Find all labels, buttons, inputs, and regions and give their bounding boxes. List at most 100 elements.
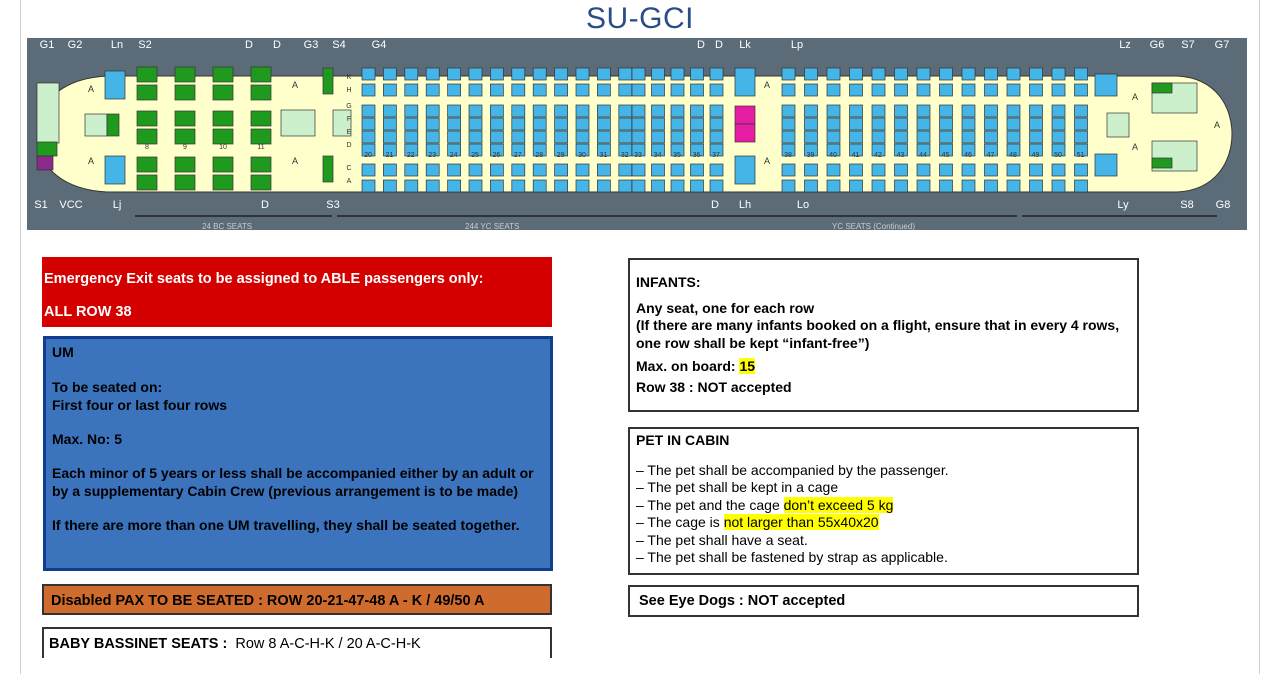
galley-g2 xyxy=(84,113,108,137)
business-seat xyxy=(212,110,234,127)
lav-ln xyxy=(104,70,126,100)
economy-seat xyxy=(468,67,483,81)
top-position-label: S4 xyxy=(332,39,345,51)
economy-seat xyxy=(404,143,419,157)
economy-seat xyxy=(554,117,568,131)
economy-seat xyxy=(690,83,704,97)
section-label-yc-cont: YC SEATS (Continued) xyxy=(832,222,915,230)
economy-seat xyxy=(804,179,818,193)
economy-row-number: 20 xyxy=(364,152,372,159)
economy-seat xyxy=(361,130,376,144)
economy-seat xyxy=(631,143,646,157)
infants-title: INFANTS: xyxy=(636,274,701,290)
economy-seat xyxy=(709,143,724,157)
exit-marker: A xyxy=(764,80,770,90)
economy-seat xyxy=(804,143,818,157)
economy-seat xyxy=(651,117,665,131)
galley-s3 xyxy=(322,155,334,183)
top-position-label: S2 xyxy=(138,39,151,51)
economy-seat xyxy=(597,163,611,177)
section-label-yc: 244 YC SEATS xyxy=(465,222,519,230)
pet-in-cabin-rules: PET IN CABIN – The pet shall be accompan… xyxy=(628,427,1139,575)
infants-max-value: 15 xyxy=(739,358,756,374)
economy-seat xyxy=(1029,163,1043,177)
economy-seat xyxy=(849,130,863,144)
economy-seat xyxy=(894,83,908,97)
top-position-label: G1 xyxy=(40,39,55,51)
seat-letter: E xyxy=(347,129,352,136)
pet-size-highlight: not larger than 55x40x20 xyxy=(723,514,879,530)
economy-seat xyxy=(781,67,796,81)
economy-seat xyxy=(984,130,998,144)
economy-seat xyxy=(826,67,841,81)
economy-seat xyxy=(618,67,633,81)
seat-letter: F xyxy=(347,116,351,123)
economy-row-number: 47 xyxy=(987,152,995,159)
seat-letter: G xyxy=(346,103,351,110)
economy-row-number: 34 xyxy=(654,152,662,159)
economy-seat xyxy=(804,104,818,118)
vcc-unit xyxy=(36,155,54,171)
seat-letter: K xyxy=(347,74,352,81)
economy-seat xyxy=(554,83,568,97)
economy-seat xyxy=(425,104,440,118)
economy-seat xyxy=(1029,67,1043,81)
economy-seat xyxy=(532,104,547,118)
economy-seat xyxy=(404,117,419,131)
economy-seat xyxy=(575,117,590,131)
economy-seat xyxy=(1074,117,1088,131)
business-seat xyxy=(250,174,272,191)
economy-seat xyxy=(383,179,397,193)
um-title: UM xyxy=(52,344,74,360)
economy-seat xyxy=(425,83,440,97)
economy-seat xyxy=(690,104,704,118)
economy-row-number: 41 xyxy=(852,152,860,159)
economy-seat xyxy=(383,104,397,118)
business-seat xyxy=(174,66,196,83)
economy-row-number: 31 xyxy=(600,152,608,159)
economy-seat xyxy=(849,117,863,131)
bottom-position-label: Lh xyxy=(739,199,751,211)
economy-seat xyxy=(490,67,504,81)
economy-seat xyxy=(916,163,931,177)
economy-seat xyxy=(670,179,685,193)
economy-seat xyxy=(468,143,483,157)
economy-seat xyxy=(709,104,724,118)
economy-seat xyxy=(490,130,504,144)
economy-seat xyxy=(1051,67,1066,81)
economy-seat xyxy=(871,83,886,97)
economy-seat xyxy=(916,117,931,131)
economy-seat xyxy=(651,143,665,157)
exit-marker: A xyxy=(764,156,770,166)
infants-line2: (If there are many infants booked on a f… xyxy=(636,317,1120,351)
business-seat xyxy=(136,174,158,191)
pet-rule-5: – The pet shall have a seat. xyxy=(636,531,808,548)
economy-seat xyxy=(490,143,504,157)
economy-seat xyxy=(631,104,646,118)
economy-seat xyxy=(984,104,998,118)
economy-seat xyxy=(804,117,818,131)
economy-seat xyxy=(468,179,483,193)
economy-seat xyxy=(468,117,483,131)
economy-seat xyxy=(575,83,590,97)
economy-seat xyxy=(826,130,841,144)
economy-seat xyxy=(1029,130,1043,144)
economy-seat xyxy=(849,67,863,81)
economy-row-number: 28 xyxy=(535,152,543,159)
economy-seat xyxy=(709,117,724,131)
economy-row-number: 26 xyxy=(493,152,501,159)
economy-seat xyxy=(984,83,998,97)
economy-seat xyxy=(781,130,796,144)
economy-row-number: 32 xyxy=(621,152,629,159)
economy-seat xyxy=(916,130,931,144)
business-seat xyxy=(212,156,234,173)
top-position-label: G7 xyxy=(1215,39,1230,51)
see-eye-dogs-rule: See Eye Dogs : NOT accepted xyxy=(628,585,1139,617)
business-seat xyxy=(212,84,234,101)
economy-seat xyxy=(631,130,646,144)
economy-seat xyxy=(804,163,818,177)
economy-seat xyxy=(511,83,526,97)
economy-seat xyxy=(894,179,908,193)
economy-row-number: 21 xyxy=(386,152,394,159)
top-position-label: G4 xyxy=(372,39,387,51)
